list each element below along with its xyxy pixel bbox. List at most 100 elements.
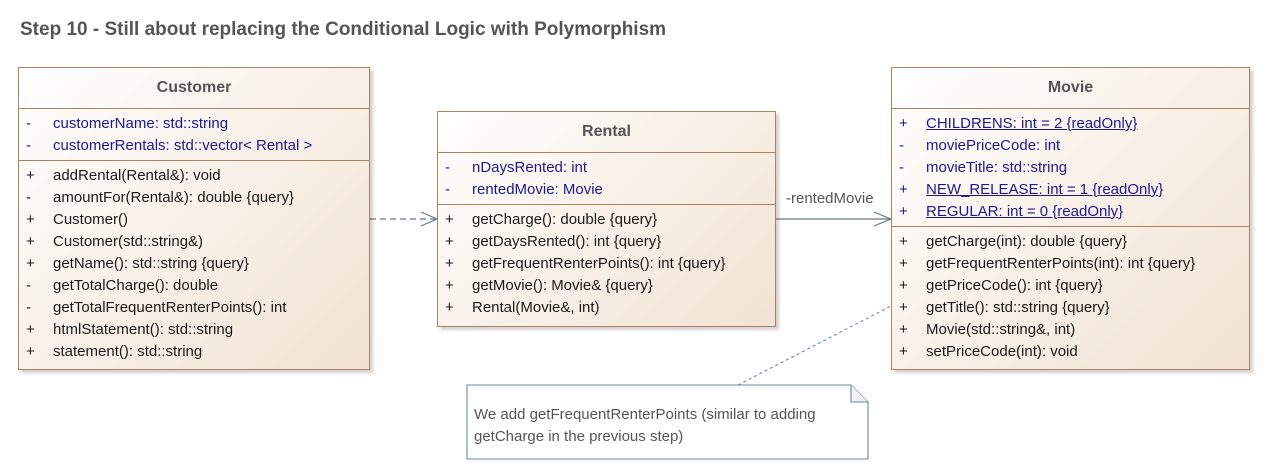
operation-row: + statement(): std::string [19, 341, 369, 363]
attribute-row: - moviePriceCode: int [892, 135, 1249, 157]
attribute-text: customerName: std::string [53, 115, 229, 132]
operation-text: getTitle(): std::string {query} [926, 299, 1110, 316]
visibility-marker: + [899, 277, 908, 294]
operation-text: getName(): std::string {query} [53, 255, 249, 272]
operation-row: + setPriceCode(int): void [892, 341, 1249, 363]
visibility-marker: + [899, 203, 908, 220]
operation-text: getPriceCode(): int {query} [926, 277, 1103, 294]
operation-row: + Movie(std::string&, int) [892, 319, 1249, 341]
visibility-marker: + [899, 233, 908, 250]
operation-text: getTotalCharge(): double [53, 277, 219, 294]
visibility-marker: + [26, 167, 35, 184]
visibility-marker: + [899, 255, 908, 272]
operation-row: + getName(): std::string {query} [19, 253, 369, 275]
class-customer[interactable]: Customer - customerName: std::string - c… [18, 67, 370, 370]
attribute-text: NEW_RELEASE: int = 1 {readOnly} [926, 181, 1164, 198]
operation-row: + getFrequentRenterPoints(): int {query} [438, 253, 775, 275]
visibility-marker: - [899, 137, 904, 154]
operation-text: getCharge(): double {query} [472, 211, 658, 228]
attribute-row: + REGULAR: int = 0 {readOnly} [892, 201, 1249, 223]
attribute-row: - customerName: std::string [19, 113, 369, 135]
operation-row: + getPriceCode(): int {query} [892, 275, 1249, 297]
operation-text: getCharge(int): double {query} [926, 233, 1127, 250]
visibility-marker: - [445, 181, 450, 198]
operation-row: + getCharge(int): double {query} [892, 231, 1249, 253]
class-rental[interactable]: Rental - nDaysRented: int - rentedMovie:… [437, 111, 776, 327]
operation-text: getFrequentRenterPoints(): int {query} [472, 255, 726, 272]
class-name: Movie [892, 68, 1249, 109]
visibility-marker: - [26, 115, 31, 132]
association-label: -rentedMovie [786, 190, 874, 207]
visibility-marker: + [26, 255, 35, 272]
operation-section: + getCharge(int): double {query} + getFr… [892, 226, 1249, 366]
operation-text: getTotalFrequentRenterPoints(): int [53, 299, 287, 316]
visibility-marker: + [899, 115, 908, 132]
attribute-section: - customerName: std::string - customerRe… [19, 109, 369, 160]
operation-row: + addRental(Rental&): void [19, 165, 369, 187]
attribute-row: - rentedMovie: Movie [438, 179, 775, 201]
operation-row: - getTotalFrequentRenterPoints(): int [19, 297, 369, 319]
class-name: Customer [19, 68, 369, 109]
operation-row: + Rental(Movie&, int) [438, 297, 775, 319]
attribute-text: movieTitle: std::string [926, 159, 1068, 176]
note-shape [466, 384, 869, 460]
operation-text: statement(): std::string [53, 343, 203, 360]
visibility-marker: - [899, 159, 904, 176]
operation-row: - getTotalCharge(): double [19, 275, 369, 297]
attribute-row: + NEW_RELEASE: int = 1 {readOnly} [892, 179, 1249, 201]
operation-text: Movie(std::string&, int) [926, 321, 1076, 338]
attribute-row: - customerRentals: std::vector< Rental > [19, 135, 369, 157]
note-fold [850, 385, 868, 403]
visibility-marker: + [445, 211, 454, 228]
note-text: We add getFrequentRenterPoints (similar … [474, 406, 816, 445]
attribute-text: nDaysRented: int [472, 159, 588, 176]
class-movie[interactable]: Movie + CHILDRENS: int = 2 {readOnly} - … [891, 67, 1250, 370]
visibility-marker: + [899, 321, 908, 338]
attribute-text: rentedMovie: Movie [472, 181, 603, 198]
note-anchor-line [737, 305, 892, 386]
attribute-text: REGULAR: int = 0 {readOnly} [926, 203, 1124, 220]
operation-text: getDaysRented(): int {query} [472, 233, 662, 250]
attribute-text: CHILDRENS: int = 2 {readOnly} [926, 115, 1138, 132]
attribute-row: - nDaysRented: int [438, 157, 775, 179]
operation-row: + getFrequentRenterPoints(int): int {que… [892, 253, 1249, 275]
operation-row: + htmlStatement(): std::string [19, 319, 369, 341]
operation-text: getMovie(): Movie& {query} [472, 277, 653, 294]
visibility-marker: + [445, 255, 454, 272]
attribute-section: + CHILDRENS: int = 2 {readOnly} - movieP… [892, 109, 1249, 226]
operation-row: + Customer() [19, 209, 369, 231]
operation-text: htmlStatement(): std::string [53, 321, 234, 338]
attribute-row: - movieTitle: std::string [892, 157, 1249, 179]
visibility-marker: + [26, 321, 35, 338]
operation-text: addRental(Rental&): void [53, 167, 221, 184]
operation-row: - amountFor(Rental&): double {query} [19, 187, 369, 209]
class-name: Rental [438, 112, 775, 153]
visibility-marker: + [26, 233, 35, 250]
visibility-marker: + [26, 211, 35, 228]
diagram-title: Step 10 - Still about replacing the Cond… [20, 19, 667, 40]
visibility-marker: + [445, 299, 454, 316]
operation-section: + getCharge(): double {query} + getDaysR… [438, 204, 775, 322]
visibility-marker: - [26, 189, 31, 206]
attribute-text: moviePriceCode: int [926, 137, 1061, 154]
operation-row: + getCharge(): double {query} [438, 209, 775, 231]
visibility-marker: - [26, 277, 31, 294]
visibility-marker: + [899, 299, 908, 316]
operation-section: + addRental(Rental&): void - amountFor(R… [19, 160, 369, 366]
operation-row: + getTitle(): std::string {query} [892, 297, 1249, 319]
operation-text: getFrequentRenterPoints(int): int {query… [926, 255, 1196, 272]
operation-text: amountFor(Rental&): double {query} [53, 189, 294, 206]
operation-row: + getMovie(): Movie& {query} [438, 275, 775, 297]
operation-row: + Customer(std::string&) [19, 231, 369, 253]
attribute-section: - nDaysRented: int - rentedMovie: Movie [438, 153, 775, 204]
visibility-marker: - [445, 159, 450, 176]
operation-text: Customer(std::string&) [53, 233, 204, 250]
operation-text: setPriceCode(int): void [926, 343, 1078, 360]
visibility-marker: + [445, 233, 454, 250]
operation-text: Rental(Movie&, int) [472, 299, 600, 316]
attribute-row: + CHILDRENS: int = 2 {readOnly} [892, 113, 1249, 135]
visibility-marker: - [26, 299, 31, 316]
visibility-marker: + [899, 181, 908, 198]
visibility-marker: + [445, 277, 454, 294]
visibility-marker: + [899, 343, 908, 360]
